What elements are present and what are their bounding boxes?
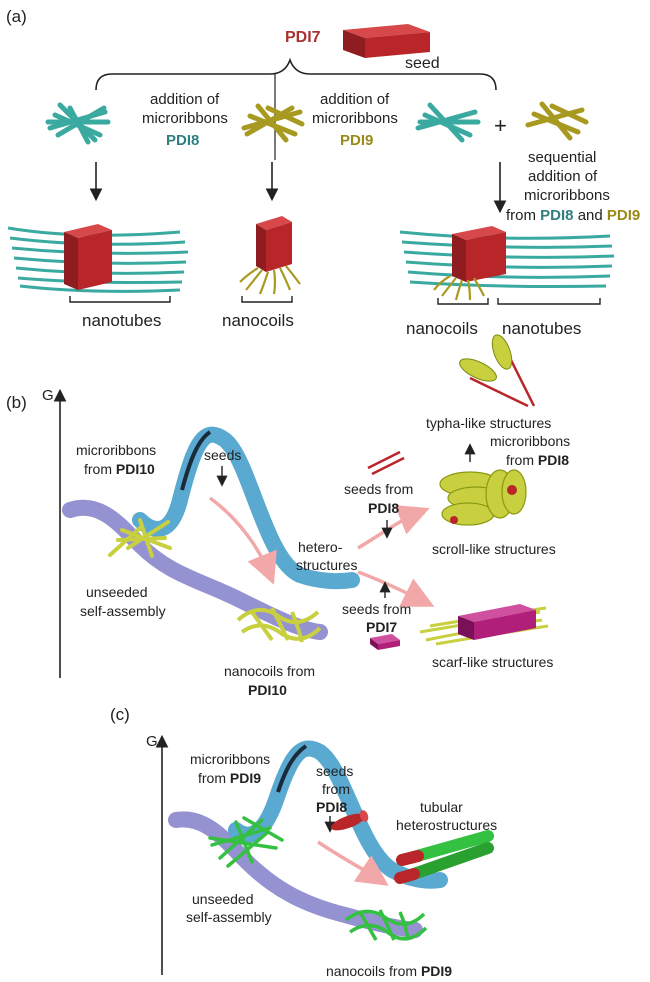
pdi8-microribbon-cluster: [45, 102, 111, 145]
pdi8-seeds-label-b: PDI8: [368, 500, 399, 516]
panel-a-label: (a): [6, 7, 27, 26]
unseeded-energy-curve-c: [168, 811, 423, 938]
from-pdi9-label-c: from PDI9: [198, 770, 261, 786]
seeds-label-c: seeds: [316, 763, 353, 779]
panel-b-label: (b): [6, 393, 27, 412]
seeded-path-arrow-b: [208, 496, 277, 585]
curve-dark-edge-b: [180, 430, 212, 491]
seed-block: [343, 24, 430, 58]
seed-label: seed: [405, 55, 440, 72]
pdi7-seed-block-b: [370, 634, 400, 650]
scarf-structures: [419, 604, 549, 646]
seed-block-nanocoils: [256, 216, 292, 272]
microribbons-label-3: microribbons: [524, 187, 610, 204]
seeds-from-label-2: seeds from: [342, 601, 411, 617]
g-axis-label-c: G: [146, 733, 158, 750]
nanotubes-bracket-1: [69, 296, 171, 303]
nanotube-bundle-2: [399, 230, 615, 288]
pdi8-label-1: PDI8: [166, 132, 199, 149]
typha-structures: [459, 334, 536, 408]
tubular-label: tubular: [420, 799, 463, 815]
structures-label: structures: [296, 557, 357, 573]
nanocoils-label-1: nanocoils: [222, 311, 294, 330]
microribbons-label-1: microribbons: [142, 110, 228, 127]
sequential-label: sequential: [528, 149, 596, 166]
addition-of-label-2: addition of: [320, 91, 390, 108]
seeded-energy-curve-b: [132, 426, 360, 590]
pdi8-seed-1: [367, 450, 401, 470]
nanotubes-label-1: nanotubes: [82, 311, 161, 330]
pdi10-microribbons: [108, 518, 172, 558]
pdi8-microribbon-cluster-2: [415, 102, 481, 143]
nanocoils-label-2: nanocoils: [406, 319, 478, 338]
seed-block-combined: [452, 226, 506, 282]
from-pdi8-label-b: from PDI8: [506, 452, 569, 468]
curve-dark-edge-c: [276, 744, 308, 793]
pdi9-nanocoils-c: [344, 909, 428, 941]
brace: [95, 57, 497, 91]
pdi9-microribbon-cluster-2: [525, 101, 589, 141]
scroll-label: scroll-like structures: [432, 541, 556, 557]
from-pdi10-label: from PDI10: [84, 461, 155, 477]
plus-sign: +: [494, 113, 507, 138]
to-scarf-arrow: [357, 570, 435, 607]
pdi8-seed-tube-c: [330, 810, 369, 831]
nanocoils-from-pdi9-label: nanocoils from PDI9: [326, 963, 452, 979]
pdi10-nanocoils-label: PDI10: [248, 682, 287, 698]
nanocoils-cluster-2: [433, 275, 485, 301]
scroll-structures: [439, 469, 527, 526]
nanocoils-bracket-2: [437, 298, 489, 305]
pdi7-label: PDI7: [285, 29, 321, 46]
nanocoils-bracket-1: [241, 296, 293, 303]
seeds-from-label-1: seeds from: [344, 481, 413, 497]
heterostructures-label: heterostructures: [396, 817, 497, 833]
pdi8-label-c: PDI8: [316, 799, 347, 815]
from-label-c: from: [322, 781, 350, 797]
unseeded-label-c: unseeded: [192, 891, 254, 907]
seeds-label-b: seeds: [204, 447, 241, 463]
microribbons-label-b: microribbons: [76, 442, 156, 458]
addition-of-label-1: addition of: [150, 91, 220, 108]
self-assembly-label-b: self-assembly: [80, 603, 166, 619]
microribbons-label-2: microribbons: [312, 110, 398, 127]
pdi9-microribbon-cluster: [241, 103, 305, 143]
seeded-path-arrow-c: [317, 840, 389, 886]
nanotubes-label-2: nanotubes: [502, 319, 581, 338]
seed-block-on-nanotubes: [64, 224, 112, 290]
pdi8-seed-2: [371, 456, 405, 476]
self-assembly-label-c: self-assembly: [186, 909, 272, 925]
microribbons-label-b2: microribbons: [490, 433, 570, 449]
sequential-sources-label: from PDI8 and PDI9: [506, 207, 640, 224]
panel-b: (b) G microribbons from PDI10 seeds unse…: [6, 334, 570, 698]
to-scroll-arrow: [357, 505, 430, 550]
panel-c: (c) G microribbons from PDI9 seeds from …: [110, 705, 497, 979]
scarf-label: scarf-like structures: [432, 654, 553, 670]
pdi9-label-1: PDI9: [340, 132, 373, 149]
pdi10-nanocoils: [236, 607, 322, 643]
pdi9-microribbons-c: [208, 816, 284, 868]
panel-a: (a) PDI7 seed addi: [6, 7, 640, 338]
nanotubes-bracket-2: [497, 298, 601, 305]
tubular-heterostructures: [394, 830, 494, 884]
microribbons-label-c: microribbons: [190, 751, 270, 767]
pdi7-seeds-label-b: PDI7: [366, 619, 397, 635]
nanocoils-from-label-b: nanocoils from: [224, 663, 315, 679]
hetero-label: hetero-: [298, 539, 343, 555]
typha-label: typha-like structures: [426, 415, 551, 431]
addition-of-label-3: addition of: [528, 168, 598, 185]
g-axis-label-b: G: [42, 387, 54, 404]
unseeded-label-b: unseeded: [86, 584, 148, 600]
nanocoils-cluster-1: [239, 265, 301, 295]
panel-c-label: (c): [110, 705, 130, 724]
